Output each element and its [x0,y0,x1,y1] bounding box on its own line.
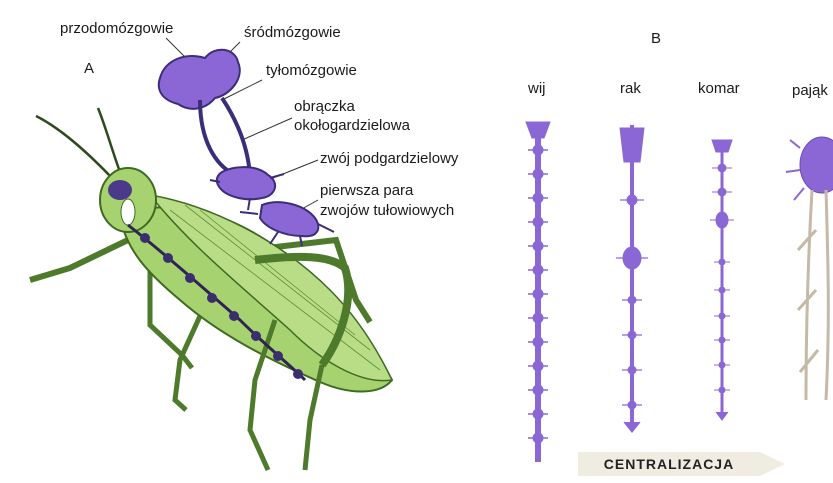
label-ring-line1: obrączka [294,98,355,116]
centralization-label: CENTRALIZACJA [578,452,760,476]
label-hindbrain: tyłomózgowie [266,62,357,80]
nerve-cord-pajak [786,137,833,400]
species-label-komar: komar [698,80,740,98]
species-label-rak: rak [620,80,641,98]
panel-b-letter: B [651,30,661,47]
label-midbrain: śródmózgowie [244,24,341,42]
nerve-cord-wij [526,122,550,462]
label-forebrain: przodomózgowie [60,20,173,38]
nerve-cord-komar [710,140,734,420]
label-thoracic-line1: pierwsza para [320,182,413,200]
species-label-pajak: pająk [792,82,833,100]
label-thoracic-line2: zwojów tułowiowych [320,202,454,220]
centralization-arrow [760,452,785,476]
species-label-wij: wij [528,80,546,98]
nerve-cord-rak [616,125,648,432]
label-subesophageal: zwój podgardzielowy [320,150,458,168]
panel-a-letter: A [84,60,94,77]
label-ring-line2: okołogardzielowa [294,117,410,135]
